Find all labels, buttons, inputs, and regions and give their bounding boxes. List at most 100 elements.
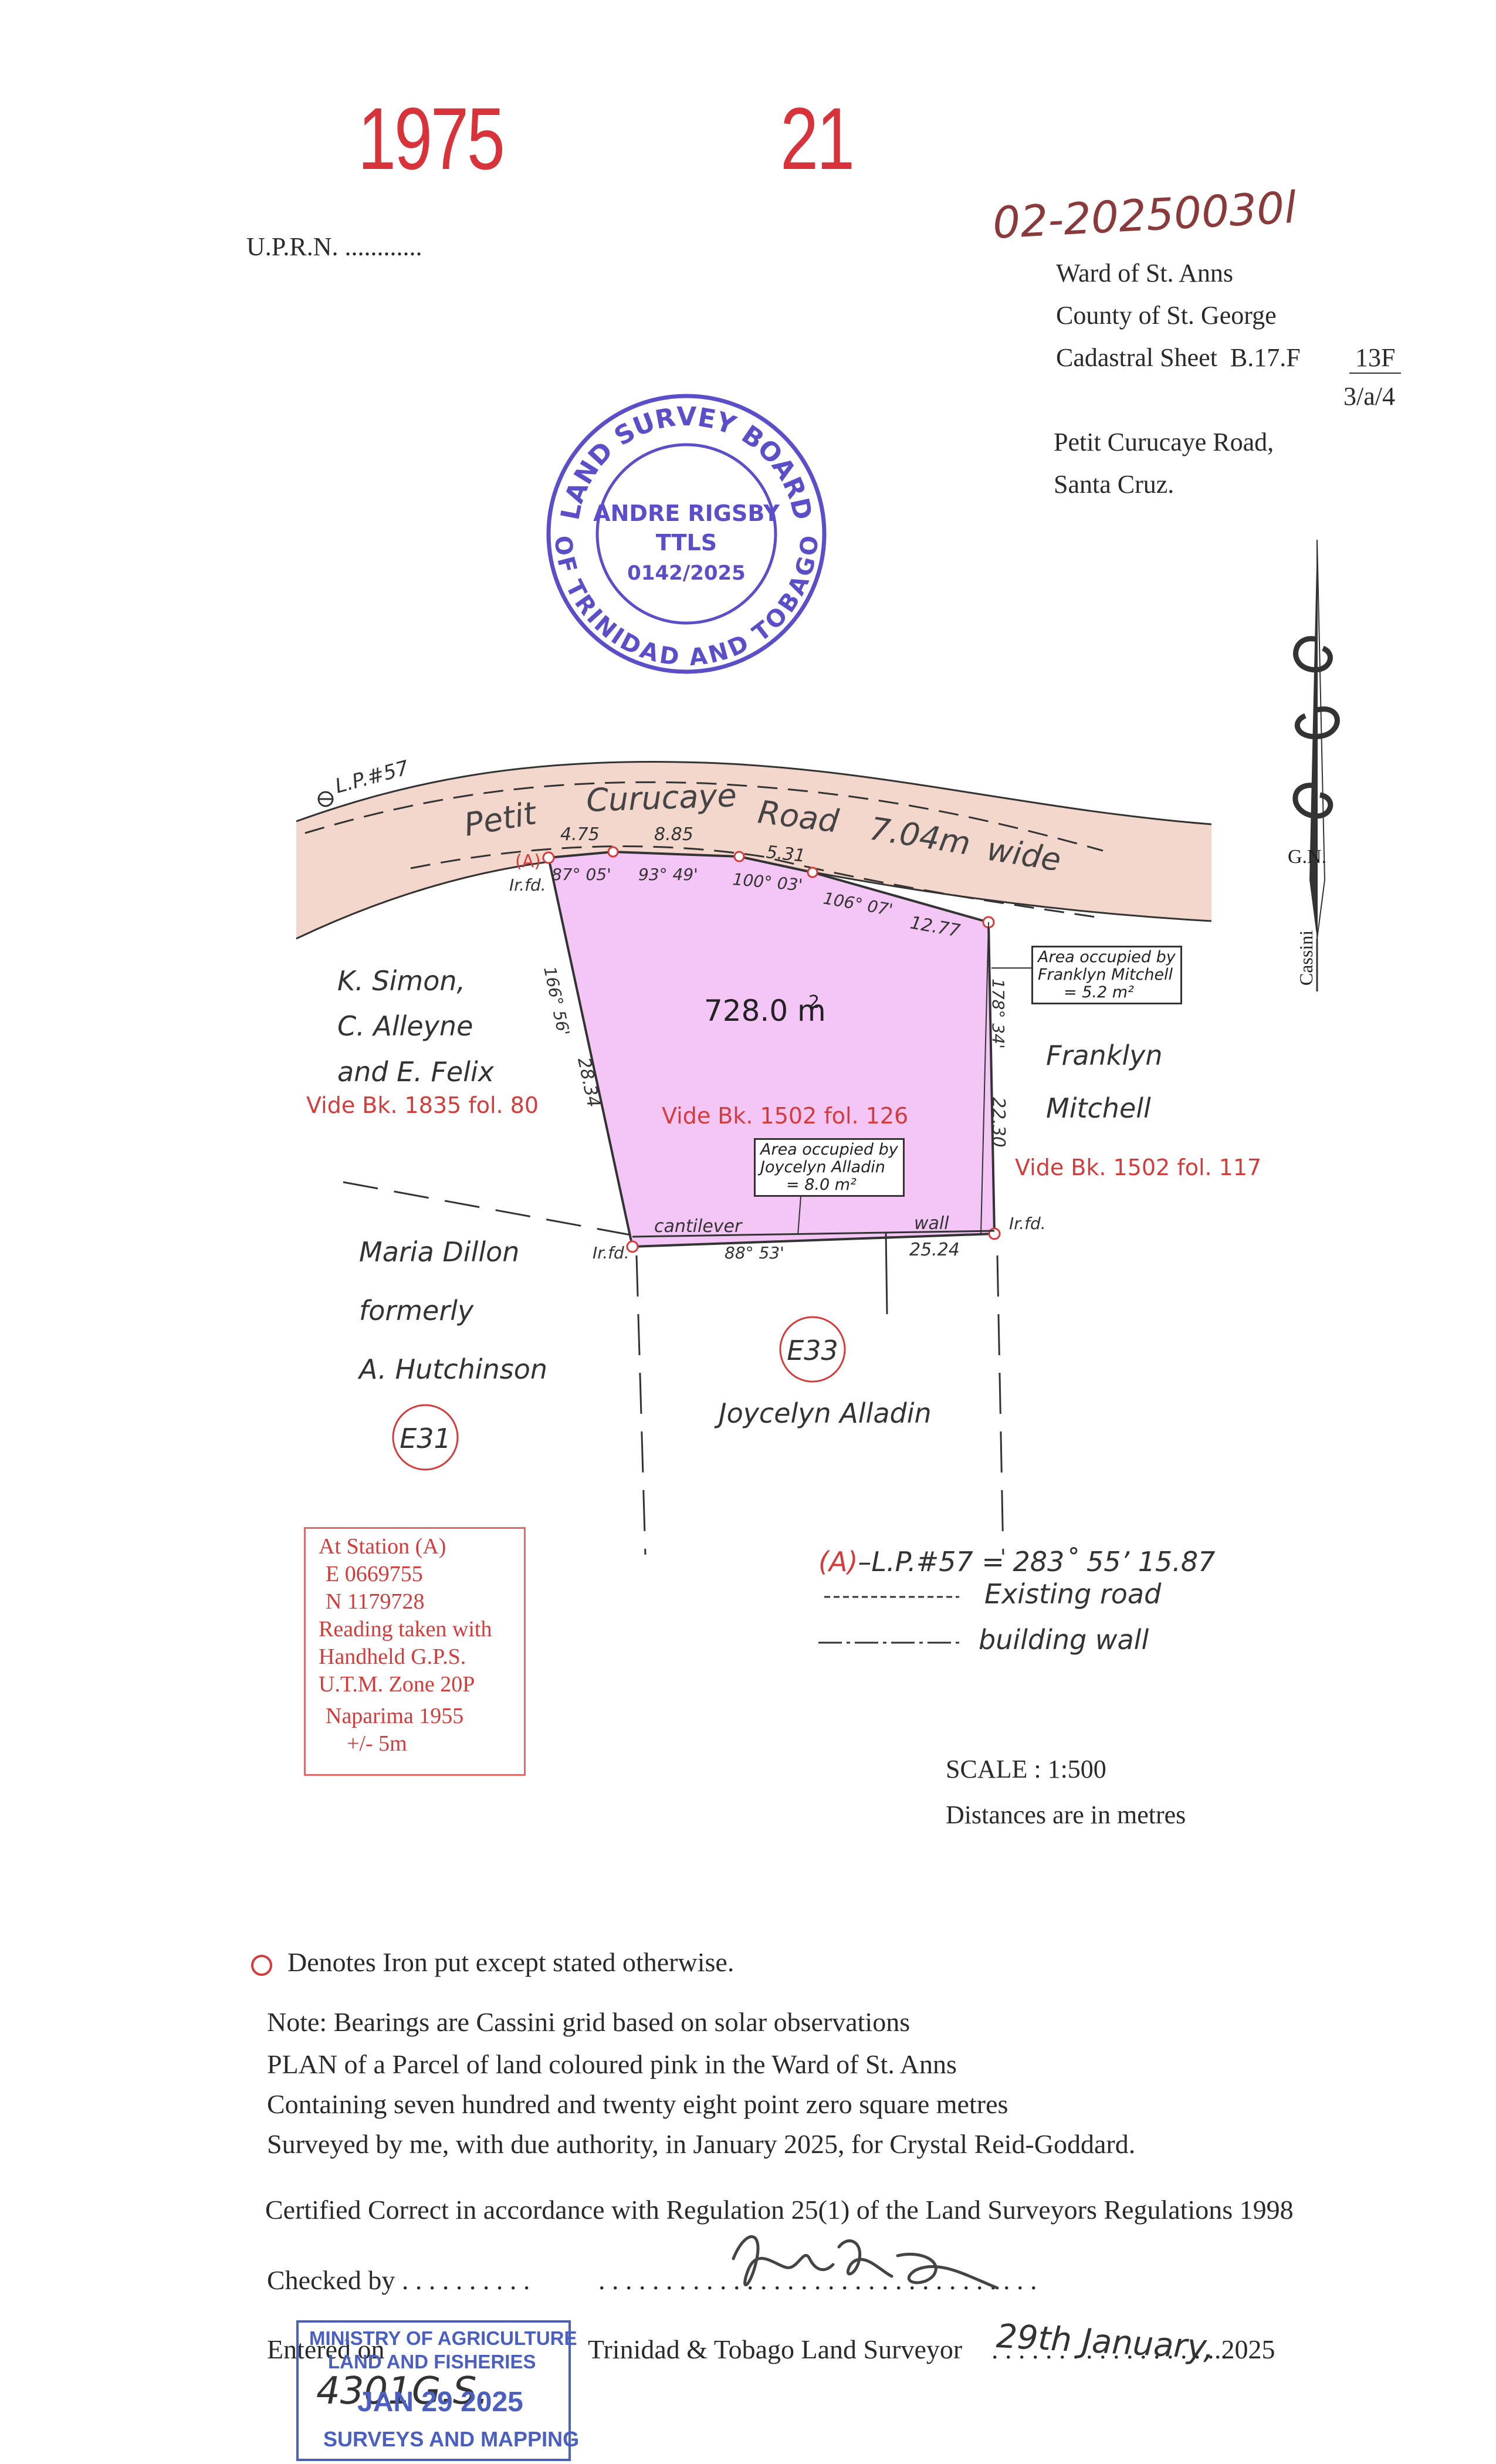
sw-owner-line-2: formerly [359,1295,474,1326]
bearing-label: 178° 34' [989,979,1008,1049]
distance-label: 5.31 [765,842,806,867]
distance-label: 25.24 [909,1240,960,1260]
ministry-stamp-dept: SURVEYS AND MAPPING [323,2427,580,2451]
distance-label: 8.85 [654,824,693,845]
ministry-stamp-date: JAN 29 2025 [357,2387,523,2418]
west-owner-line-1: K. Simon, [337,965,465,997]
ministry-stamp-line-2: LAND AND FISHERIES [328,2351,536,2372]
ministry-stamp-line-1: MINISTRY OF AGRICULTURE [309,2327,577,2349]
south-area-box: Area occupied by Joycelyn Alladin = 8.0 … [754,1138,905,1197]
survey-plan: Petit Curucaye Road 7.04m wide L.P.#57 (… [296,756,1261,1555]
west-vide: Vide Bk. 1835 fol. 80 [306,1092,539,1118]
plan-number: 1975 [358,89,505,188]
south-owner: Joycelyn Alladin [714,1397,932,1429]
parcel-area-unit-sup: 2 [808,992,820,1013]
east-vide: Vide Bk. 1502 fol. 117 [1015,1155,1261,1180]
stamp-number: 0142/2025 [627,561,746,585]
legend-lp: (A)–L.P.#57 = 283˚ 55’ 15.87 [818,1546,1215,1578]
iron-found-label-nw: Ir.fd. [509,875,546,895]
signature-line: . . . . . . . . . . . . . . . . . . . . … [598,2265,1037,2295]
county-text: County of St. George [1056,301,1277,330]
bearing-label: 87° 05' [551,865,611,884]
boundary-marker [607,846,619,858]
east-area-box-line: Area occupied by [1038,948,1176,966]
iron-found-label-se: Ir.fd. [1009,1214,1046,1233]
bearing-label: 88° 53' [725,1243,784,1263]
address-line-1: Petit Curucaye Road, [1054,428,1274,456]
legend-existing-road: Existing road [984,1578,1162,1610]
handwritten-reference: 02-20250030l [991,182,1298,249]
legend-lp-prefix: (A) [818,1546,858,1578]
west-owner-line-3: and E. Felix [337,1056,495,1088]
parcel-e31-label: E31 [400,1423,451,1454]
south-area-box-line: = 8.0 m² [786,1176,857,1194]
legend-building-wall: building wall [979,1624,1149,1656]
surveyor-signature [732,2235,999,2290]
east-owner-line-2: Mitchell [1046,1092,1151,1124]
distance-label: 4.75 [560,824,600,845]
plan-sub-number: 21 [780,89,855,188]
iron-legend-icon [251,1955,272,1976]
sw-owner-line-1: Maria Dillon [359,1236,519,1268]
parcel-e33-label: E33 [787,1335,838,1366]
distance-label: 22.30 [988,1097,1008,1148]
gps-reading-box: At Station (A) E 0669755 N 1179728 Readi… [304,1527,526,1776]
cadastral-label: Cadastral Sheet B.17.F [1056,343,1301,373]
iron-legend-text: Denotes Iron put except stated otherwise… [287,1947,735,1977]
legend-lp-text: –L.P.#57 = 283˚ 55’ 15.87 [858,1546,1216,1578]
east-area-box: Area occupied by Franklyn Mitchell = 5.2… [1031,946,1182,1004]
parcel-e33-circle [779,1316,846,1383]
road-band [296,761,1211,939]
gps-line: Handheld G.P.S. [319,1644,466,1669]
entered-on-label: Entered on [267,2334,385,2364]
east-area-box-line: = 5.2 m² [1064,983,1134,1001]
west-owner-line-2: C. Alleyne [337,1010,473,1042]
south-area-box-line: Joycelyn Alladin [760,1158,885,1176]
bearings-note: Note: Bearings are Cassini grid based on… [267,2007,911,2037]
gps-line: Naparima 1955 [326,1704,464,1728]
date-dots: . . . . . . . . . . . . . . . . . . [991,2334,1228,2364]
station-a-label: (A) [515,851,541,872]
stamp-title: TTLS [656,530,717,556]
stamp-name: ANDRE RIGSBY [593,500,780,526]
parcel-e31-circle [392,1404,459,1471]
east-owner-line-1: Franklyn [1046,1040,1163,1071]
address-line-2: Santa Cruz. [1054,470,1175,499]
cadastral-sheet: B.17.F [1230,343,1301,372]
bearing-label: 93° 49' [638,865,698,884]
surveyor-stamp: LAND SURVEY BOARD OF TRINIDAD AND TOBAGO… [546,394,827,674]
ward-text: Ward of St. Anns [1056,259,1234,287]
gps-line: N 1179728 [326,1589,425,1614]
boundary-marker [807,867,818,878]
boundary-marker [626,1240,639,1253]
parcel-vide: Vide Bk. 1502 fol. 126 [662,1103,908,1129]
ministry-stamp-handwritten: 4301G.S. [316,2370,489,2413]
cadastral-denominator: 3/a/4 [1343,382,1395,411]
certified-text: Certified Correct in accordance with Reg… [265,2195,1294,2225]
gps-line: Reading taken with [319,1617,492,1641]
cantilever-label: cantilever [654,1216,743,1237]
gps-line: +/- 5m [347,1731,407,1756]
gps-line: E 0669755 [326,1562,423,1586]
units-text: Distances are in metres [946,1800,1186,1829]
cadastral-label-text: Cadastral Sheet [1056,343,1217,372]
scale-text: SCALE : 1:500 [946,1755,1106,1783]
iron-found-label-sw: Ir.fd. [593,1243,629,1263]
wall-label: wall [914,1213,949,1234]
legend-wall-swatch [818,1641,959,1644]
south-area-box-line: Area occupied by [760,1140,898,1159]
uprn-field: U.P.R.N. ............ [246,232,422,261]
parcel-area: 728.0 m [704,994,826,1028]
ministry-stamp: MINISTRY OF AGRICULTURE LAND AND FISHERI… [296,2320,579,2461]
plan-description-1: PLAN of a Parcel of land coloured pink i… [267,2049,957,2079]
boundary-marker [733,851,745,862]
surveyor-label: Trinidad & Tobago Land Surveyor [588,2334,963,2364]
plan-description-3: Surveyed by me, with due authority, in J… [267,2129,1136,2159]
bearing-label: 166° 56' [540,965,573,1038]
checked-by: Checked by . . . . . . . . . . [267,2265,530,2295]
gps-line: U.T.M. Zone 20P [319,1672,475,1697]
road-word-2: Curucaye [585,777,737,819]
north-label: G.N. [1288,846,1327,868]
sw-owner-line-3: A. Hutchinson [357,1353,547,1385]
gps-line: At Station (A) [319,1534,446,1559]
